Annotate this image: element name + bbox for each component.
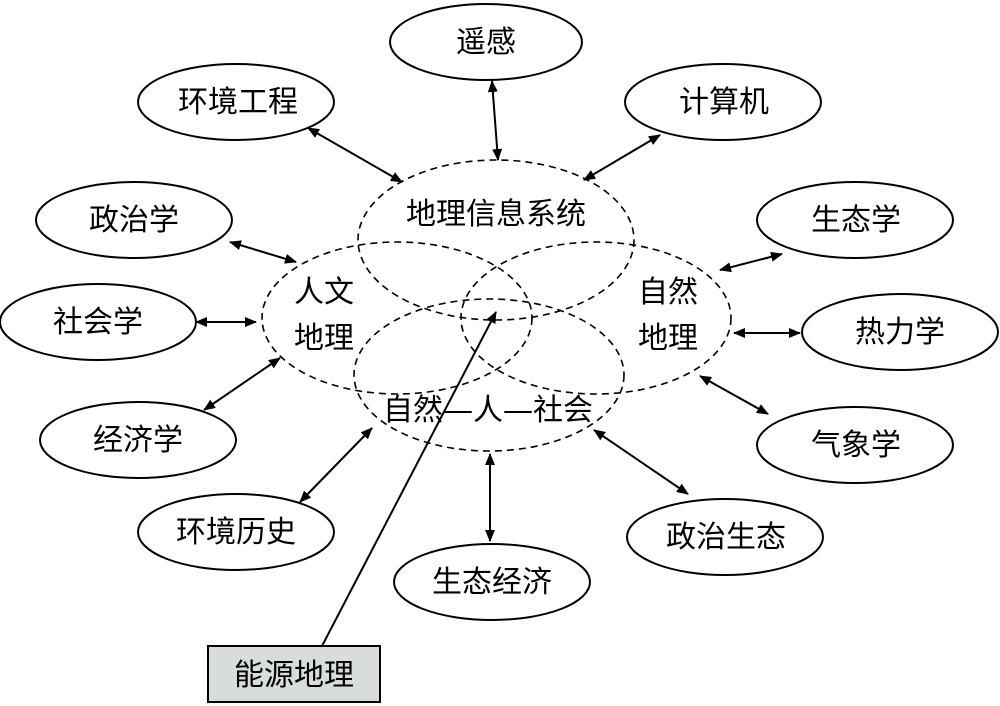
arrow-political-ecology	[593, 429, 689, 495]
human-geo-label-line1: 人文	[294, 275, 354, 310]
arrow-economics	[203, 357, 281, 411]
env-engineering-ellipse	[137, 63, 335, 141]
physical-geo-label-line2: 地理	[638, 321, 698, 356]
political-ecology-ellipse	[626, 498, 824, 576]
human-geo-ellipse	[261, 241, 533, 395]
human-geo-label-line2: 地理	[294, 321, 354, 356]
arrow-computer	[583, 134, 661, 181]
economics-label: 经济学	[93, 423, 183, 458]
nature-society-label: 自然—人—社会	[383, 393, 593, 428]
arrow-meteorology	[699, 375, 769, 415]
thermodynamics-label: 热力学	[855, 315, 945, 350]
remote-sensing-ellipse	[389, 3, 583, 81]
env-engineering-label: 环境工程	[178, 85, 298, 120]
eco-economics-ellipse	[393, 543, 591, 621]
remote-sensing-label: 遥感	[456, 25, 516, 60]
physical-geo-label-line1: 自然	[638, 275, 698, 310]
economics-ellipse	[39, 401, 237, 479]
callout-arrow	[321, 311, 497, 647]
gis-ellipse	[357, 159, 635, 321]
computer-label: 计算机	[679, 85, 769, 120]
ecology-ellipse	[756, 181, 954, 259]
ecology-label: 生态学	[811, 203, 901, 238]
computer-ellipse	[624, 63, 822, 141]
physical-geo-ellipse	[460, 241, 732, 395]
energy-geography-box	[207, 645, 381, 703]
meteorology-label: 气象学	[811, 428, 901, 463]
political-science-ellipse	[35, 181, 233, 259]
arrow-ecology	[719, 251, 783, 273]
env-history-ellipse	[137, 493, 335, 571]
arrow-remote-sensing	[487, 80, 503, 161]
political-science-label: 政治学	[89, 203, 179, 238]
nature-society-ellipse	[353, 298, 625, 452]
gis-label: 地理信息系统	[406, 197, 586, 232]
eco-economics-label: 生态经济	[432, 565, 552, 600]
sociology-label: 社会学	[53, 305, 143, 340]
thermodynamics-ellipse	[801, 293, 999, 371]
env-history-label: 环境历史	[176, 515, 296, 550]
arrow-env-history	[299, 427, 373, 503]
arrow-political-science	[229, 240, 297, 264]
arrow-env-engineering	[307, 127, 403, 183]
energy-geography-label: 能源地理	[234, 658, 354, 693]
political-ecology-label: 政治生态	[666, 520, 786, 555]
meteorology-ellipse	[756, 406, 954, 484]
